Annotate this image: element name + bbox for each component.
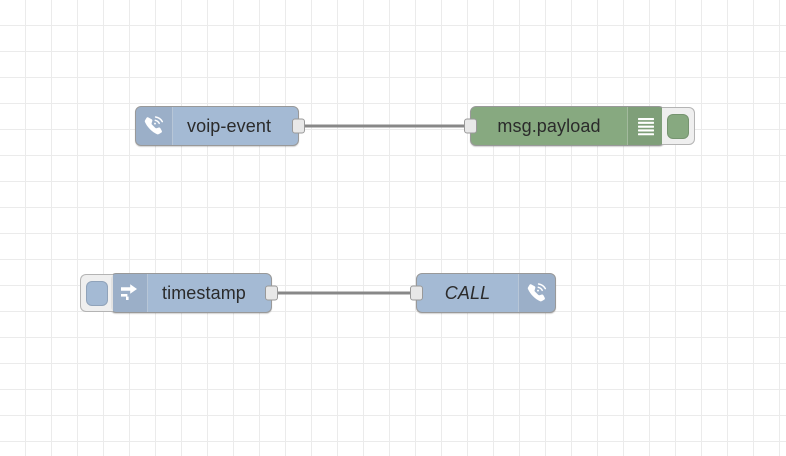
debug-lines-icon [627, 107, 664, 145]
phone-call-icon [136, 107, 173, 145]
node-label: CALL [444, 282, 491, 303]
node-label: timestamp [162, 282, 246, 303]
output-port[interactable] [292, 118, 305, 134]
node-call[interactable]: CALL [410, 273, 556, 313]
debug-toggle-knob [667, 113, 689, 139]
node-label: voip-event [187, 115, 272, 136]
node-timestamp-inject[interactable]: timestamp [80, 273, 278, 313]
output-port[interactable] [265, 285, 278, 301]
input-port[interactable] [464, 118, 477, 134]
inject-trigger-button[interactable] [80, 274, 113, 312]
phone-call-icon [518, 274, 555, 312]
input-port[interactable] [410, 285, 423, 301]
debug-toggle-button[interactable] [662, 107, 695, 145]
node-msg-payload-debug[interactable]: msg.payload [464, 106, 695, 146]
inject-arrow-icon [111, 274, 148, 312]
inject-trigger-knob [86, 280, 108, 306]
node-label: msg.payload [497, 115, 601, 136]
node-voip-event[interactable]: voip-event [135, 106, 305, 146]
